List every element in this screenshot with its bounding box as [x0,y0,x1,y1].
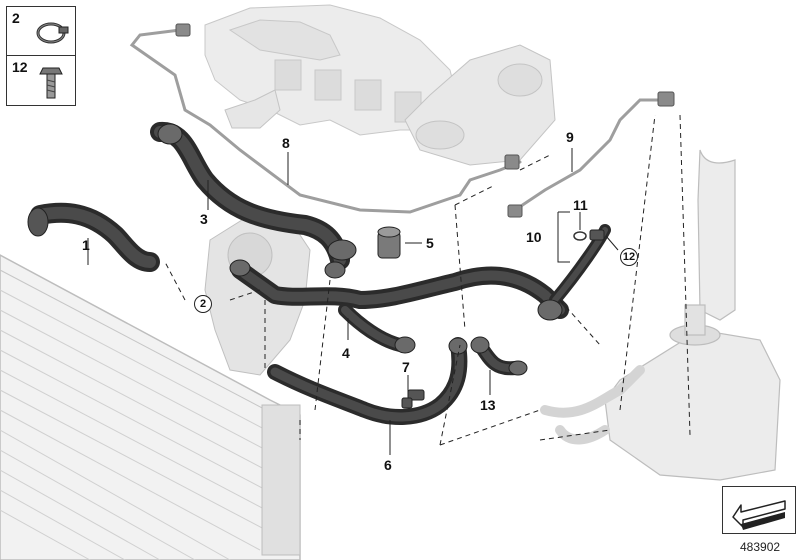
egr-module [404,44,556,166]
diagram-id: 483902 [740,540,781,554]
callout-12-circled[interactable]: 12 [620,248,638,266]
radiator [0,254,301,560]
callout-9[interactable]: 9 [566,129,574,145]
hose-4 [338,303,407,352]
callout-10[interactable]: 10 [526,229,542,245]
part-5-cap [377,226,401,259]
hose-1-end [27,207,49,237]
part-10-connector [589,229,605,241]
part-7-fitting [401,389,425,409]
vent-line-8 [129,28,522,214]
leader-lines [164,114,691,446]
hose-3 [150,122,350,270]
hose-1 [30,202,160,272]
leader-lines-solid [87,148,619,455]
legend-number: 12 [12,59,28,75]
hose-clamp-icon [36,22,69,44]
callout-8[interactable]: 8 [282,135,290,151]
callout-4[interactable]: 4 [342,345,350,361]
callout-5[interactable]: 5 [426,235,434,251]
nav-arrow-box[interactable] [722,486,796,534]
callout-1[interactable]: 1 [82,237,90,253]
part-11-oring [573,231,587,241]
vent-line-9 [513,98,667,212]
callout-2-circled[interactable]: 2 [194,295,212,313]
vent-line-fittings [175,23,675,218]
callout-6[interactable]: 6 [384,457,392,473]
bolt-icon [39,67,63,99]
arrow-down-left-icon [732,500,786,530]
legend-box: 2 12 [6,6,76,106]
legend-row-clamp: 2 [7,7,75,56]
hose-6 [267,337,468,425]
callout-11[interactable]: 11 [573,197,588,213]
callout-3[interactable]: 3 [200,211,208,227]
callout-13[interactable]: 13 [480,397,496,413]
tank-hose-ghost [540,365,645,445]
hose-fittings [157,123,563,376]
callout-7[interactable]: 7 [402,359,410,375]
legend-number: 2 [12,10,20,26]
ghost-part [224,89,281,129]
expansion-tank [604,149,781,481]
legend-row-bolt: 12 [7,56,75,104]
